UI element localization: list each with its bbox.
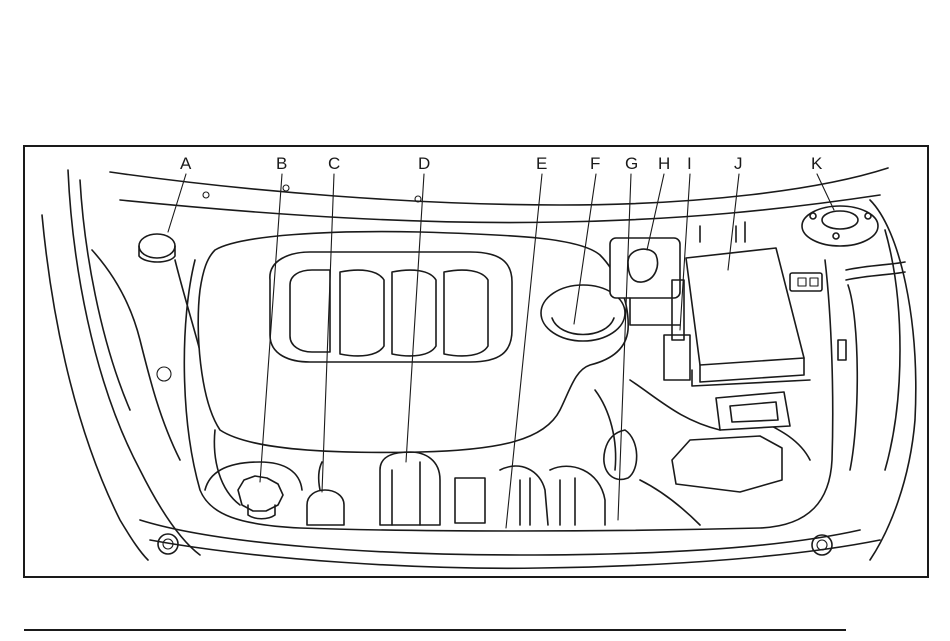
callout-k: K [811, 154, 823, 173]
callout-c: C [328, 154, 340, 173]
callout-a: A [180, 154, 192, 173]
component-b-oil-cap [205, 462, 302, 519]
callout-f: F [590, 154, 600, 173]
component-c-dipstick [307, 462, 344, 525]
callout-i: I [687, 154, 692, 173]
component-j-fuse-block [664, 222, 810, 386]
callout-b: B [276, 154, 287, 173]
callout-labels: A B C D E F G H I J K [180, 154, 823, 173]
callout-d: D [418, 154, 430, 173]
callout-j: J [734, 154, 743, 173]
leader-a [168, 174, 186, 232]
callout-e: E [536, 154, 547, 173]
leader-i [680, 174, 690, 330]
callout-g: G [625, 154, 638, 173]
callout-h: H [658, 154, 670, 173]
leader-k [817, 174, 834, 210]
